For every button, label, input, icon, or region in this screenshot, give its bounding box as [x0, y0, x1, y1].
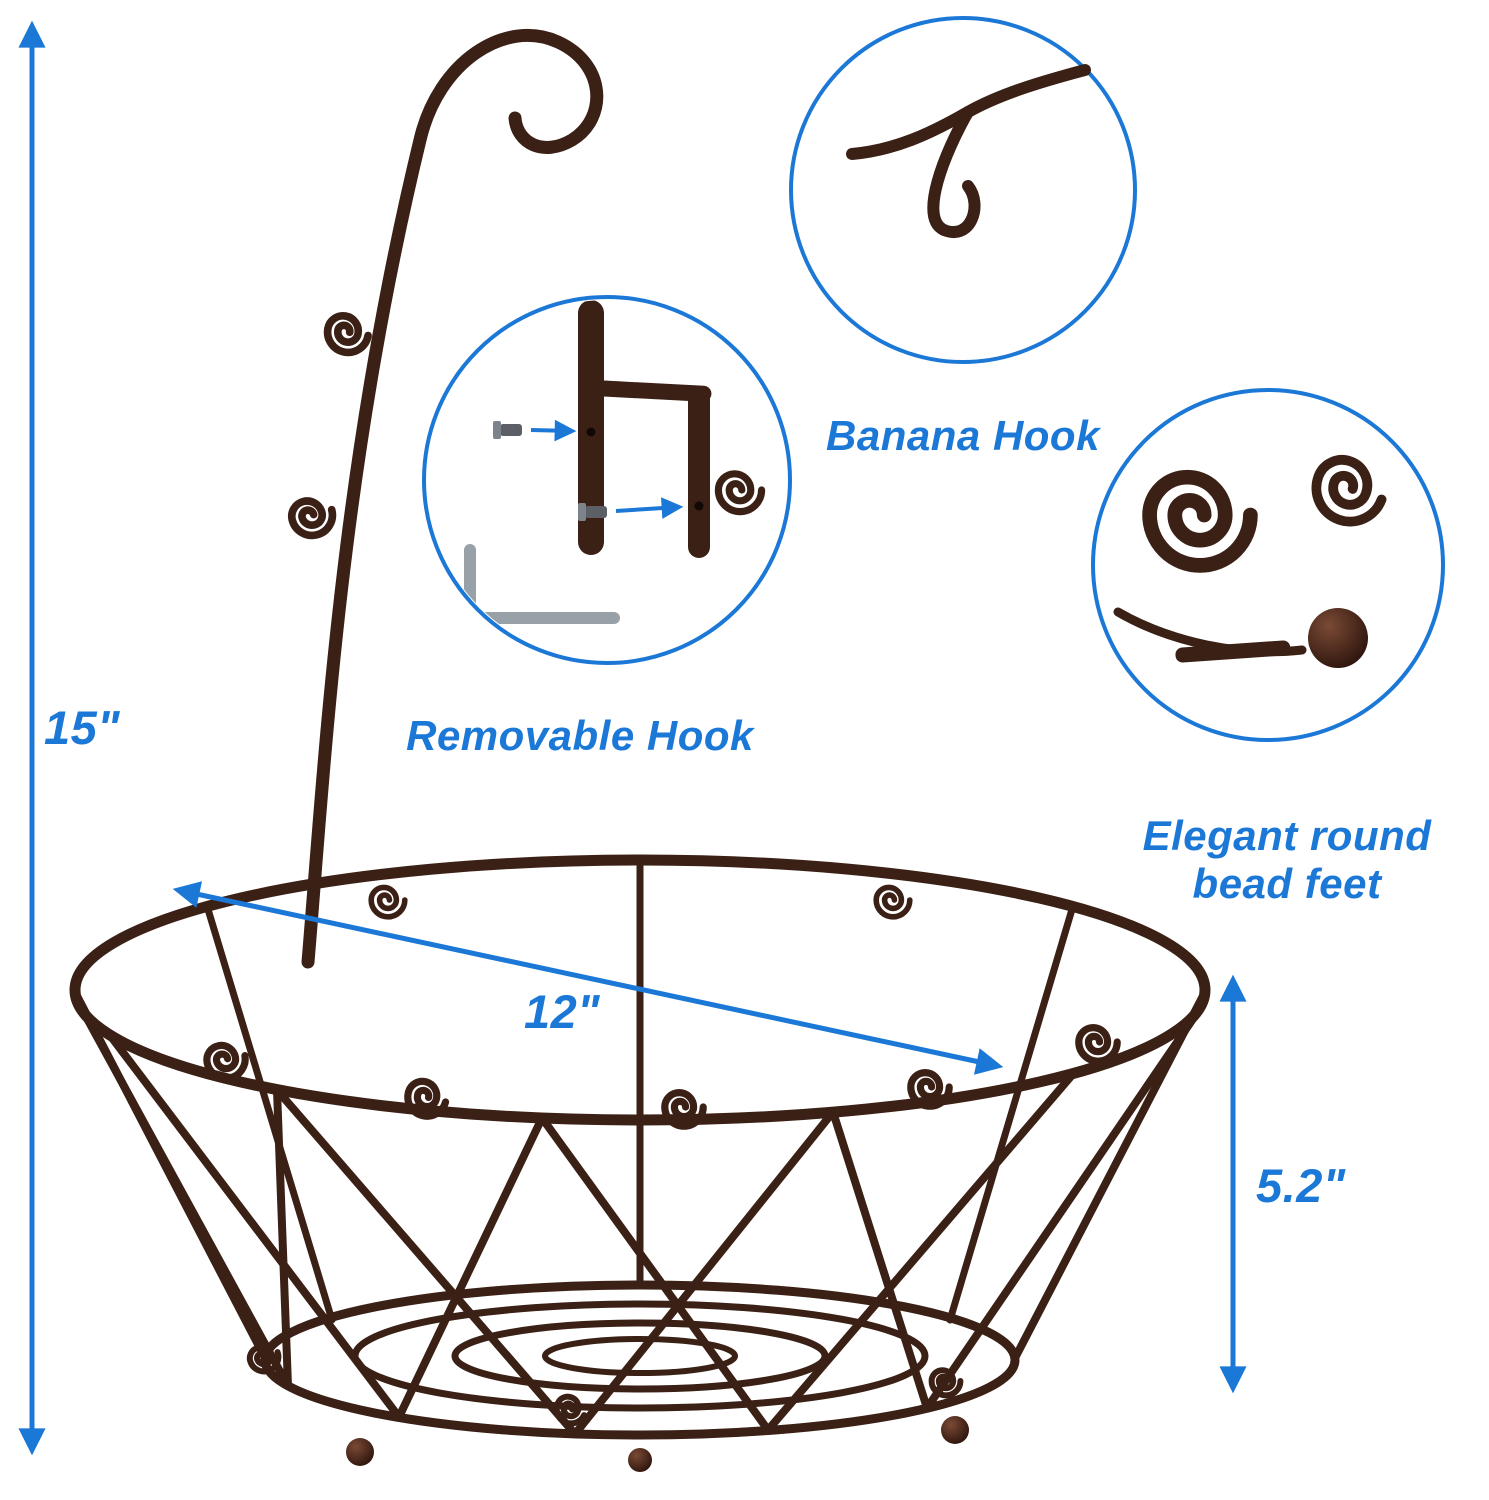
scroll-ornament [876, 887, 910, 916]
basket-lattice-wire [80, 1009, 1201, 1438]
screw-hole [586, 427, 596, 437]
removable-hook-label: Removable Hook [406, 712, 754, 759]
callout-circle [422, 295, 792, 665]
foot-bar [1175, 640, 1291, 663]
callout-bead-feet [1091, 388, 1445, 742]
basket-floor-ring [542, 1336, 738, 1376]
screw-hole [694, 501, 704, 511]
bead-foot [941, 1416, 969, 1444]
height-dimension-label: 15" [44, 701, 121, 754]
bead-foot [346, 1438, 374, 1466]
callout-circle [1091, 388, 1445, 742]
screw-arrow [615, 497, 684, 519]
banana-hook-label: Banana Hook [826, 412, 1100, 459]
arm-curve [301, 28, 604, 969]
callout-circle [789, 16, 1137, 364]
bead-foot [628, 1448, 652, 1472]
bead-foot-detail [1308, 608, 1368, 668]
basket-floor-ring [451, 1319, 829, 1393]
bead-feet-label: Elegant round bead feet [1142, 812, 1432, 908]
scroll-ornament [932, 1370, 961, 1395]
banana-hook-detail [927, 106, 981, 238]
basket-height-dimension-label: 5.2" [1256, 1159, 1346, 1212]
diameter-arrow [172, 881, 1004, 1075]
screw-arrow [530, 419, 577, 442]
cross-bar [593, 380, 712, 402]
screw-head [493, 421, 501, 439]
callout-removable-hook [422, 295, 792, 665]
hook-shaft [688, 388, 710, 558]
dimension-arrows [18, 20, 1247, 1456]
scroll-ornament [371, 887, 405, 916]
diameter-dimension-label: 12" [523, 985, 601, 1038]
banana-hook-arm [288, 28, 604, 969]
basket-drawing [69, 854, 1211, 1472]
scroll-ornament [288, 495, 337, 540]
screw-head [578, 503, 586, 521]
scroll-ornament [324, 313, 370, 355]
screw [585, 506, 607, 518]
screw [500, 424, 522, 436]
basket-top-rim [69, 854, 1211, 1126]
callout-banana-hook [789, 16, 1137, 364]
